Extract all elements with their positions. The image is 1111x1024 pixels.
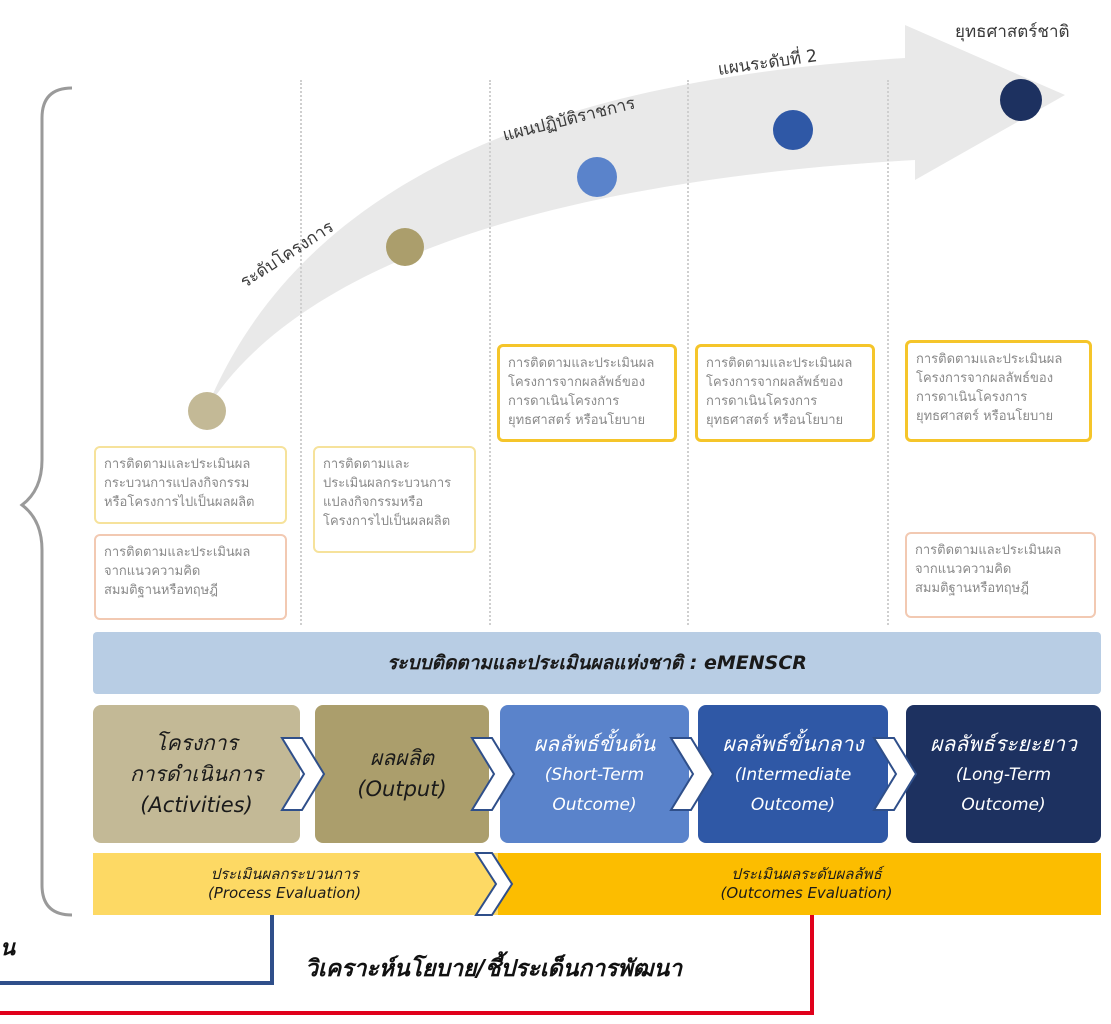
box-outcome-long-term: การติดตามและประเมินผล โครงการจากผลลัพธ์ข…: [905, 340, 1092, 442]
stage-box-title: โครงการ: [155, 730, 238, 755]
red-connector-line: [0, 915, 814, 1015]
stage-box-title: ผลผลิต: [370, 746, 434, 770]
process-evaluation-th: ประเมินผลกระบวนการ: [210, 865, 359, 883]
emenscr-band: ระบบติดตามและประเมินผลแห่งชาติ : eMENSCR: [93, 632, 1101, 694]
stage-box-activities: โครงการ การดำเนินการ (Activities): [93, 705, 300, 843]
column-separator: [687, 80, 689, 625]
chevron-right-icon: [872, 737, 918, 811]
dot-activities: [188, 392, 226, 430]
dot-short-term: [577, 157, 617, 197]
box-outcome-short-term: การติดตามและประเมินผล โครงการจากผลลัพธ์ข…: [497, 344, 677, 442]
column-separator: [489, 80, 491, 625]
chevron-right-icon: [474, 852, 514, 916]
stage-box-english: (Intermediate: [734, 764, 852, 785]
left-curly-brace: [19, 86, 73, 917]
stage-box-subtitle: การดำเนินการ: [130, 761, 263, 786]
stage-box-output: ผลผลิต (Output): [315, 705, 489, 843]
column-separator: [887, 80, 889, 625]
stage-box-english: Outcome): [552, 794, 637, 815]
blue-connector-line: [0, 915, 274, 985]
process-evaluation-en: (Process Evaluation): [207, 884, 362, 902]
chevron-right-icon: [280, 737, 326, 811]
stage-box-english: (Short-Term: [544, 764, 645, 785]
policy-analysis-label: วิเคราะห์นโยบาย/ชี้ประเด็นการพัฒนา: [305, 956, 683, 982]
outcome-evaluation-en: (Outcomes Evaluation): [720, 884, 893, 902]
box-process-activities: การติดตามและประเมินผล กระบวนการแปลงกิจกร…: [94, 446, 287, 524]
dot-output: [386, 228, 424, 266]
column-separator: [300, 80, 302, 625]
stage-box-long-term: ผลลัพธ์ระยะยาว (Long-Term Outcome): [906, 705, 1101, 843]
stage-box-title: ผลลัพธ์ขั้นกลาง: [722, 731, 864, 756]
dot-intermediate: [773, 110, 813, 150]
stage-box-english: (Output): [357, 777, 447, 801]
box-outcome-intermediate: การติดตามและประเมินผล โครงการจากผลลัพธ์ข…: [695, 344, 875, 442]
chevron-right-icon: [470, 737, 516, 811]
outcome-evaluation-label: ประเมินผลระดับผลลัพธ์ (Outcomes Evaluati…: [512, 853, 1101, 915]
stage-box-short-term: ผลลัพธ์ขั้นต้น (Short-Term Outcome): [500, 705, 689, 843]
process-evaluation-bar: [93, 853, 510, 915]
outcome-evaluation-bar: [498, 853, 1101, 915]
dot-long-term: [1000, 79, 1042, 121]
curved-arrow: [206, 25, 1065, 410]
process-evaluation-label: ประเมินผลกระบวนการ (Process Evaluation): [93, 853, 476, 915]
stage-box-title: ผลลัพธ์ระยะยาว: [930, 731, 1077, 756]
box-theory-long-term: การติดตามและประเมินผล จากแนวความคิด สมมต…: [905, 532, 1096, 618]
stage-box-title: ผลลัพธ์ขั้นต้น: [533, 731, 656, 756]
stage-box-intermediate: ผลลัพธ์ขั้นกลาง (Intermediate Outcome): [698, 705, 888, 843]
box-theory-activities: การติดตามและประเมินผล จากแนวความคิด สมมต…: [94, 534, 287, 620]
stage-box-english: Outcome): [750, 794, 836, 815]
stage-box-english: (Activities): [140, 792, 253, 817]
left-cut-text: น: [0, 936, 16, 961]
stage-box-english: Outcome): [961, 794, 1046, 815]
stage-label-national-strategy: ยุทธศาสตร์ชาติ: [955, 22, 1070, 42]
chevron-right-icon: [669, 737, 715, 811]
box-process-output: การติดตามและ ประเมินผลกระบวนการ แปลงกิจก…: [313, 446, 476, 553]
stage-box-english: (Long-Term: [955, 764, 1052, 785]
outcome-evaluation-th: ประเมินผลระดับผลลัพธ์: [731, 865, 882, 883]
